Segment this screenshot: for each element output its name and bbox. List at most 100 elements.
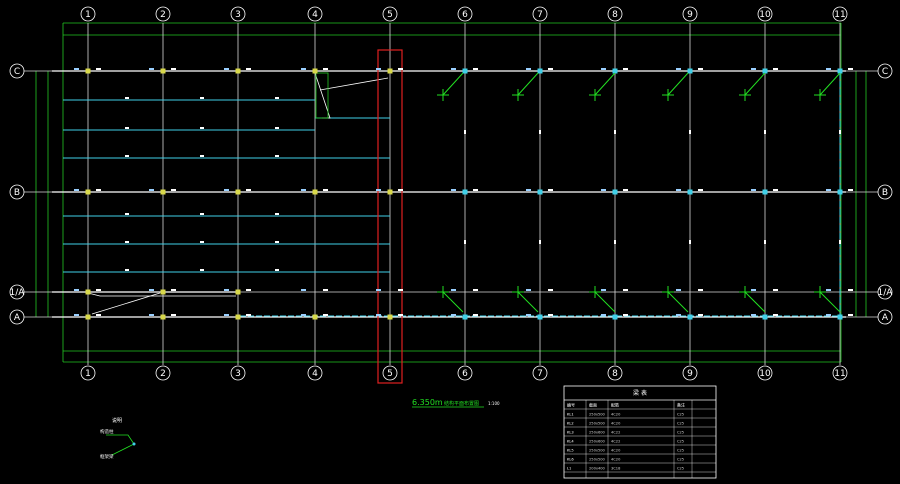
axis-label: 6 [462,10,468,20]
axis-bubble-4[interactable]: 4 [307,6,323,22]
table-header: 备注 [677,402,685,408]
axis-bubble-row[interactable]: B [877,184,893,200]
cross-marker [739,72,766,101]
axis-bubble-7[interactable]: 7 [532,365,548,381]
beam-tag [773,189,778,191]
beam-tag [764,240,766,244]
beam-tag-labels [74,68,853,316]
axis-bubble-2[interactable]: 2 [155,365,171,381]
table-cell: KL4 [567,440,574,444]
main-beams [52,70,846,318]
axis-bubble-8[interactable]: 8 [607,6,623,22]
beam-tag [398,189,403,191]
beam-tag [751,314,756,316]
axis-bubble-row[interactable]: C [9,63,25,79]
axis-bubble-row[interactable]: 1/A [10,284,26,300]
axis-label: 11 [834,10,845,20]
axis-bubble-6[interactable]: 6 [457,6,473,22]
cross-marker [589,72,616,101]
axis-bubble-row[interactable]: 1/A [878,284,894,300]
plan-title-block: 6.350m 结构平面布置图 1:100 [412,398,500,408]
beam-tag [275,155,279,157]
beam-tag [149,189,154,191]
axis-bubble-3[interactable]: 3 [230,6,246,22]
table-header: 配筋 [611,402,619,408]
beam-tag [451,289,456,291]
table-cell: 4C20 [611,449,621,453]
plan-title-elevation: 6.350m [412,398,443,407]
axis-bubble-row[interactable]: A [877,309,893,325]
table-cell: C25 [677,431,684,435]
axis-bubble-row[interactable]: A [9,309,25,325]
axis-label: 6 [462,369,468,379]
axis-label: 9 [687,369,693,379]
axis-label: 4 [312,369,318,379]
beam-tag [473,314,478,316]
axis-bubble-1[interactable]: 1 [80,6,96,22]
beam-tag [751,289,756,291]
column [235,68,241,74]
axis-bubble-5[interactable]: 5 [382,365,398,381]
column-markers [85,68,843,320]
beam-tag [125,241,129,243]
axis-bubble-9[interactable]: 9 [682,6,698,22]
column [462,189,468,195]
beam-tag [601,314,606,316]
beam-tag [848,189,853,191]
legend-row-2: 框架梁 [100,453,114,460]
axis-label: 2 [160,10,166,20]
beam-tag [323,289,328,291]
axis-label: 8 [612,369,618,379]
column [387,314,393,320]
cross-marker [814,72,841,101]
beam-tag [773,314,778,316]
beam-tag [74,189,79,191]
beam-tag [200,127,204,129]
table-cell: C25 [677,422,684,426]
beam-tag [301,68,306,70]
axis-bubble-2[interactable]: 2 [155,6,171,22]
axis-bubble-1[interactable]: 1 [80,365,96,381]
beam-tag [826,68,831,70]
axis-bubble-5[interactable]: 5 [382,6,398,22]
grid-lines [24,23,878,365]
beam-tag [451,189,456,191]
axis-bubble-8[interactable]: 8 [607,365,623,381]
column [85,189,91,195]
beam-tag [676,189,681,191]
axis-bubble-row[interactable]: C [877,63,893,79]
column [387,189,393,195]
beam-tag [464,240,466,244]
column [462,68,468,74]
axis-bubble-4[interactable]: 4 [307,365,323,381]
table-header: 编号 [567,402,575,408]
selected-axis-highlight[interactable] [377,49,403,384]
beam-tag [526,289,531,291]
axis-bubble-6[interactable]: 6 [457,365,473,381]
axis-bubble-7[interactable]: 7 [532,6,548,22]
axis-bubble-row[interactable]: B [9,184,25,200]
beam-tag [676,68,681,70]
column [612,314,618,320]
table-cell: 250x600 [589,431,606,435]
beam-tag [246,289,251,291]
axis-bubble-10[interactable]: 10 [757,365,773,381]
beam-tag [548,289,553,291]
table-cell: C25 [677,413,684,417]
table-cell: 200x400 [589,467,606,471]
axis-bubble-11[interactable]: 11 [832,6,848,22]
beam-tag [623,68,628,70]
table-cell: 4C20 [611,413,621,417]
column [612,189,618,195]
beam-tag [301,289,306,291]
axis-bubble-11[interactable]: 11 [832,365,848,381]
axis-bubble-3[interactable]: 3 [230,365,246,381]
axis-label: 4 [312,10,318,20]
axis-bubble-10[interactable]: 10 [757,6,773,22]
axis-bubble-9[interactable]: 9 [682,365,698,381]
axis-label: C [882,67,888,77]
legend-title: 说明 [112,417,122,424]
